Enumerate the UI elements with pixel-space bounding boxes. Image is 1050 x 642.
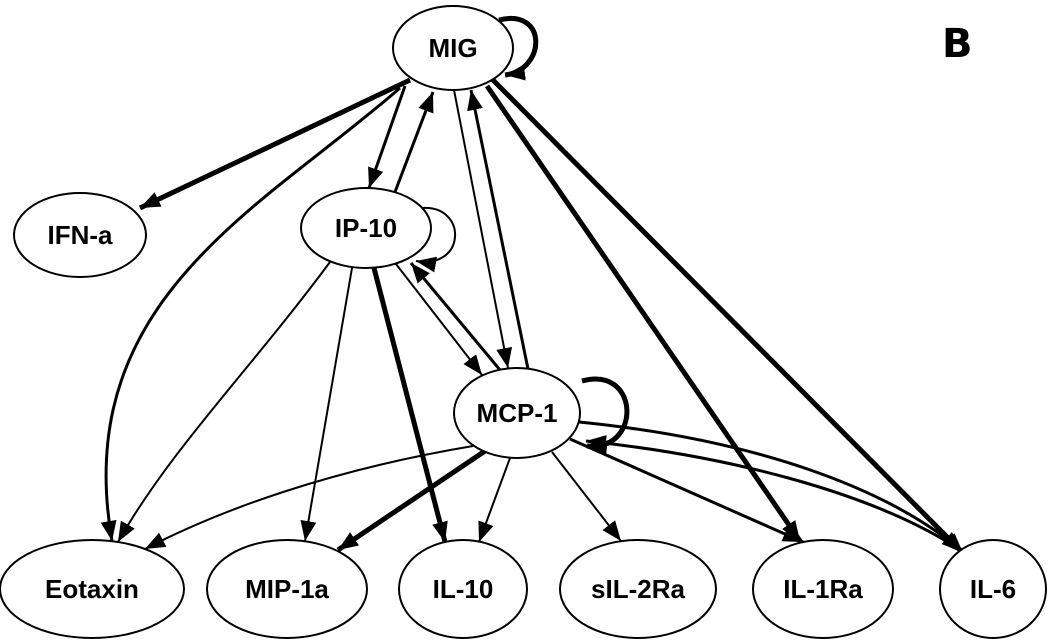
node-eotaxin-label: Eotaxin <box>45 574 139 604</box>
node-mig[interactable]: MIG <box>392 5 514 91</box>
node-mig-label: MIG <box>428 33 477 63</box>
edge-mcp1-to-mcp1 <box>581 376 630 457</box>
edge-mig-to-ifna <box>138 77 412 211</box>
edge-mcp1-to-il6 <box>578 420 963 553</box>
node-il-1ra[interactable]: IL-1Ra <box>752 539 894 639</box>
edge-mcp1-to-mig <box>467 89 530 370</box>
node-ip-10[interactable]: IP-10 <box>300 187 432 269</box>
edge-mcp1-to-eotaxin <box>144 445 474 550</box>
node-ifn-a[interactable]: IFN-a <box>13 192 147 278</box>
node-il-6-label: IL-6 <box>970 574 1016 604</box>
edge-mig-to-il6 <box>489 76 965 555</box>
node-mip-1a-shape <box>206 539 368 639</box>
edge-mig-to-eotaxin <box>100 86 401 542</box>
edge-mcp1-to-il1ra <box>569 437 804 544</box>
edge-ip10-to-ip10 <box>415 206 457 273</box>
node-il-10-shape <box>398 539 528 639</box>
node-mcp-1[interactable]: MCP-1 <box>453 367 581 459</box>
edge-il6-to-mcp1 <box>585 435 963 553</box>
panel-label: B <box>942 21 973 67</box>
edge-ip10-to-mig <box>393 91 435 193</box>
edge-mig-to-ip10 <box>367 85 407 189</box>
node-il-6[interactable]: IL-6 <box>939 539 1047 639</box>
node-il-10-label: IL-10 <box>433 574 494 604</box>
node-il-1ra-shape <box>752 539 894 639</box>
nodes-layer: MIG IFN-a IP-10 MCP-1 Eotaxin MIP-1a IL-… <box>0 5 1047 639</box>
node-mcp-1-label: MCP-1 <box>477 398 558 428</box>
edge-mcp1-to-ip10 <box>409 262 502 371</box>
edges-layer <box>100 15 965 555</box>
edge-mcp1-to-sil2ra <box>551 451 622 542</box>
node-mip-1a[interactable]: MIP-1a <box>206 539 368 639</box>
node-il-10[interactable]: IL-10 <box>398 539 528 639</box>
node-ifn-a-shape <box>13 192 147 278</box>
node-sil-2ra[interactable]: sIL-2Ra <box>559 539 717 639</box>
node-il-6-shape <box>939 539 1047 639</box>
node-ip-10-label: IP-10 <box>335 213 397 243</box>
edge-mig-to-mig <box>498 15 539 81</box>
edge-ip10-to-eotaxin <box>117 261 331 543</box>
node-sil-2ra-label: sIL-2Ra <box>591 574 685 604</box>
node-mip-1a-label: MIP-1a <box>245 574 329 604</box>
node-il-1ra-label: IL-1Ra <box>783 574 863 604</box>
node-sil-2ra-shape <box>559 539 717 639</box>
edge-ip10-to-il10 <box>371 267 448 543</box>
node-mcp-1-shape <box>453 367 581 459</box>
node-mig-shape <box>392 5 514 91</box>
edge-mcp1-to-mip1a <box>336 448 487 553</box>
node-eotaxin-shape <box>0 539 185 639</box>
node-eotaxin[interactable]: Eotaxin <box>0 539 185 639</box>
edge-mcp1-to-il10 <box>478 457 511 543</box>
edge-ip10-to-mip1a <box>300 267 353 542</box>
edge-ip10-to-mcp1 <box>395 263 483 376</box>
node-ip-10-shape <box>300 187 432 269</box>
edge-mig-to-mcp1 <box>453 89 513 369</box>
edge-mig-to-il1ra <box>484 84 803 543</box>
node-ifn-a-label: IFN-a <box>48 220 114 250</box>
